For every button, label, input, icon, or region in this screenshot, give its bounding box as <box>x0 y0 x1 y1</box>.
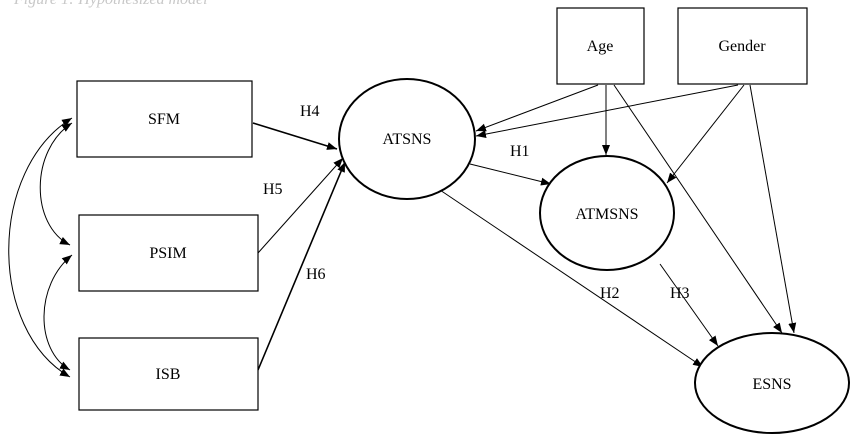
path-h2 <box>436 187 704 368</box>
age-to-atsns <box>475 84 599 132</box>
node-age-label: Age <box>587 38 614 55</box>
label-h6: H6 <box>306 266 326 283</box>
label-h1: H1 <box>510 143 530 160</box>
covariance-psim-isb <box>43 254 73 371</box>
gender-to-atsns <box>475 84 739 139</box>
path-h3 <box>659 263 719 347</box>
node-sfm: SFM <box>76 80 253 158</box>
age-to-esns <box>613 84 783 334</box>
covariance-sfm-psim <box>39 122 73 246</box>
path-h5 <box>257 157 344 254</box>
covariance-sfm-isb <box>8 117 73 378</box>
node-psim: PSIM <box>78 214 259 292</box>
label-h4: H4 <box>300 103 320 120</box>
label-h3: H3 <box>670 285 690 302</box>
node-age: Age <box>556 7 645 85</box>
figure-caption: Figure 1: Hypothesized model <box>14 0 208 9</box>
node-atmsns-label: ATMSNS <box>575 206 638 223</box>
node-atsns: ATSNS <box>338 78 476 200</box>
node-isb: ISB <box>78 337 259 411</box>
node-gender: Gender <box>677 7 808 85</box>
label-h2: H2 <box>600 285 620 302</box>
path-h4 <box>252 122 338 150</box>
node-psim-label: PSIM <box>149 245 186 262</box>
path-h1 <box>469 163 552 186</box>
gender-to-esns <box>749 84 797 334</box>
gender-to-atmsns <box>666 84 745 184</box>
label-h5: H5 <box>263 181 283 198</box>
node-esns-label: ESNS <box>752 376 791 393</box>
node-sfm-label: SFM <box>148 111 180 128</box>
node-esns: ESNS <box>694 332 850 434</box>
node-gender-label: Gender <box>718 38 766 55</box>
path-h6 <box>257 161 346 371</box>
node-isb-label: ISB <box>156 366 181 383</box>
node-atmsns: ATMSNS <box>539 155 675 271</box>
node-atsns-label: ATSNS <box>383 131 432 148</box>
